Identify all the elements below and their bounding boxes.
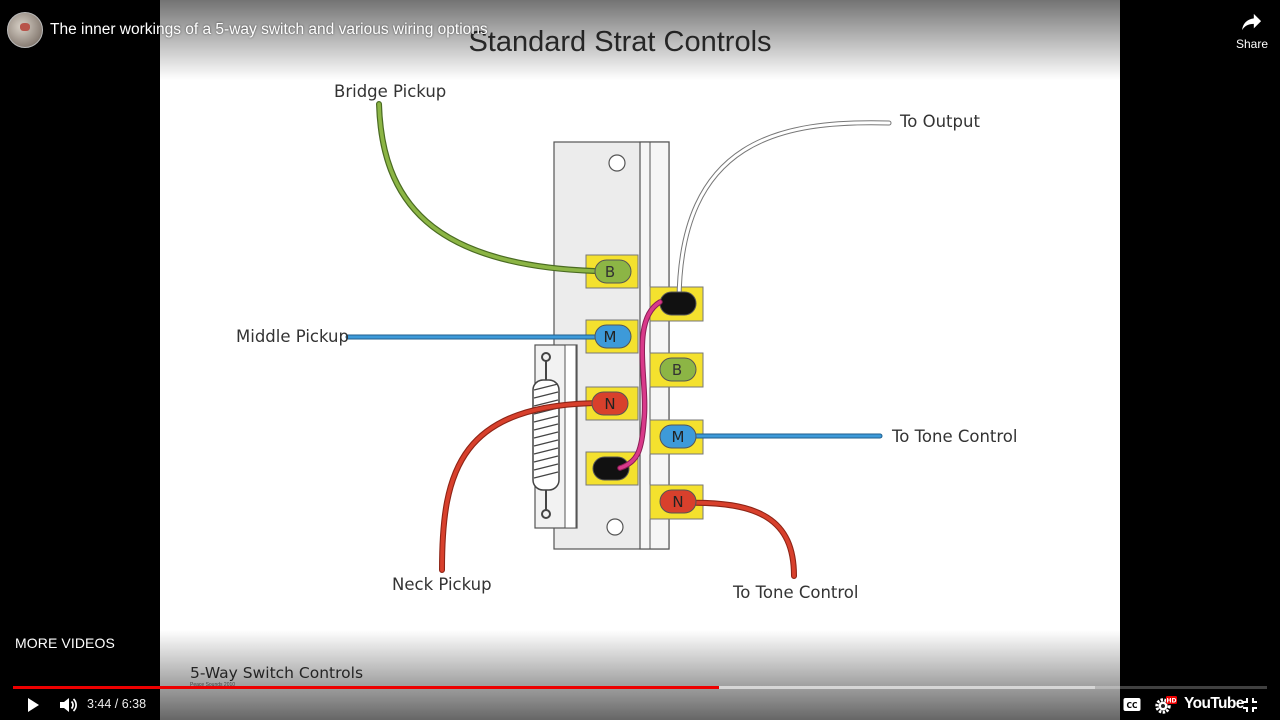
progress-bar[interactable] [13, 686, 1267, 689]
lug-left-common [592, 456, 630, 481]
switch-diagram: B M N B M N [345, 101, 892, 579]
progress-played [13, 686, 719, 689]
lug-left-bridge-label: B [605, 263, 615, 281]
channel-avatar[interactable] [7, 12, 43, 48]
lug-left-bridge [594, 259, 632, 284]
svg-text:CC: CC [1126, 701, 1138, 710]
lug-right-neck [659, 489, 697, 514]
to-output-label: To Output [900, 112, 980, 131]
mounting-hole-bottom [606, 518, 624, 536]
lug-left-middle [594, 324, 632, 349]
output-wire [676, 120, 892, 304]
captions-icon: CC [1123, 698, 1141, 711]
share-label: Share [1235, 37, 1269, 51]
volume-icon [60, 698, 77, 712]
more-videos-button[interactable]: MORE VIDEOS [15, 635, 115, 651]
lug-right-middle [659, 424, 697, 449]
lug-right-bridge [659, 357, 697, 382]
video-title[interactable]: The inner workings of a 5-way switch and… [50, 21, 488, 38]
time-display: 3:44 / 6:38 [87, 697, 147, 711]
lug-right-bridge-label: B [672, 361, 682, 379]
share-button[interactable]: Share [1226, 10, 1278, 52]
captions-button[interactable]: CC [1123, 697, 1141, 717]
exit-fullscreen-button[interactable] [1242, 697, 1258, 718]
lug-right-common [659, 291, 697, 316]
lug-right-middle-label: M [672, 428, 685, 446]
share-icon [1242, 13, 1262, 31]
svg-text:HD: HD [1166, 698, 1176, 705]
volume-button[interactable] [58, 695, 78, 720]
video-frame[interactable]: B M N B M N Standard Strat Controls Brid… [160, 0, 1120, 720]
play-icon [28, 698, 39, 712]
mounting-hole-top [608, 154, 626, 172]
to-tone-control-label-middle: To Tone Control [892, 427, 1018, 446]
youtube-logo[interactable]: YouTube [1184, 695, 1244, 712]
lug-left-neck [591, 391, 629, 416]
to-tone-control-label-bottom: To Tone Control [733, 583, 859, 602]
lug-left-middle-label: M [604, 328, 617, 346]
settings-button[interactable]: HD [1154, 695, 1178, 720]
neck-pickup-label: Neck Pickup [392, 575, 492, 594]
slide-footer-caption: 5-Way Switch Controls [190, 664, 364, 682]
lug-right-neck-label: N [672, 493, 683, 511]
middle-pickup-label: Middle Pickup [236, 327, 349, 346]
settings-hd-icon: HD [1155, 696, 1177, 714]
lug-left-neck-label: N [604, 395, 615, 413]
bridge-pickup-label: Bridge Pickup [334, 82, 447, 101]
play-button[interactable] [24, 696, 42, 719]
exit-fullscreen-icon [1243, 698, 1257, 712]
